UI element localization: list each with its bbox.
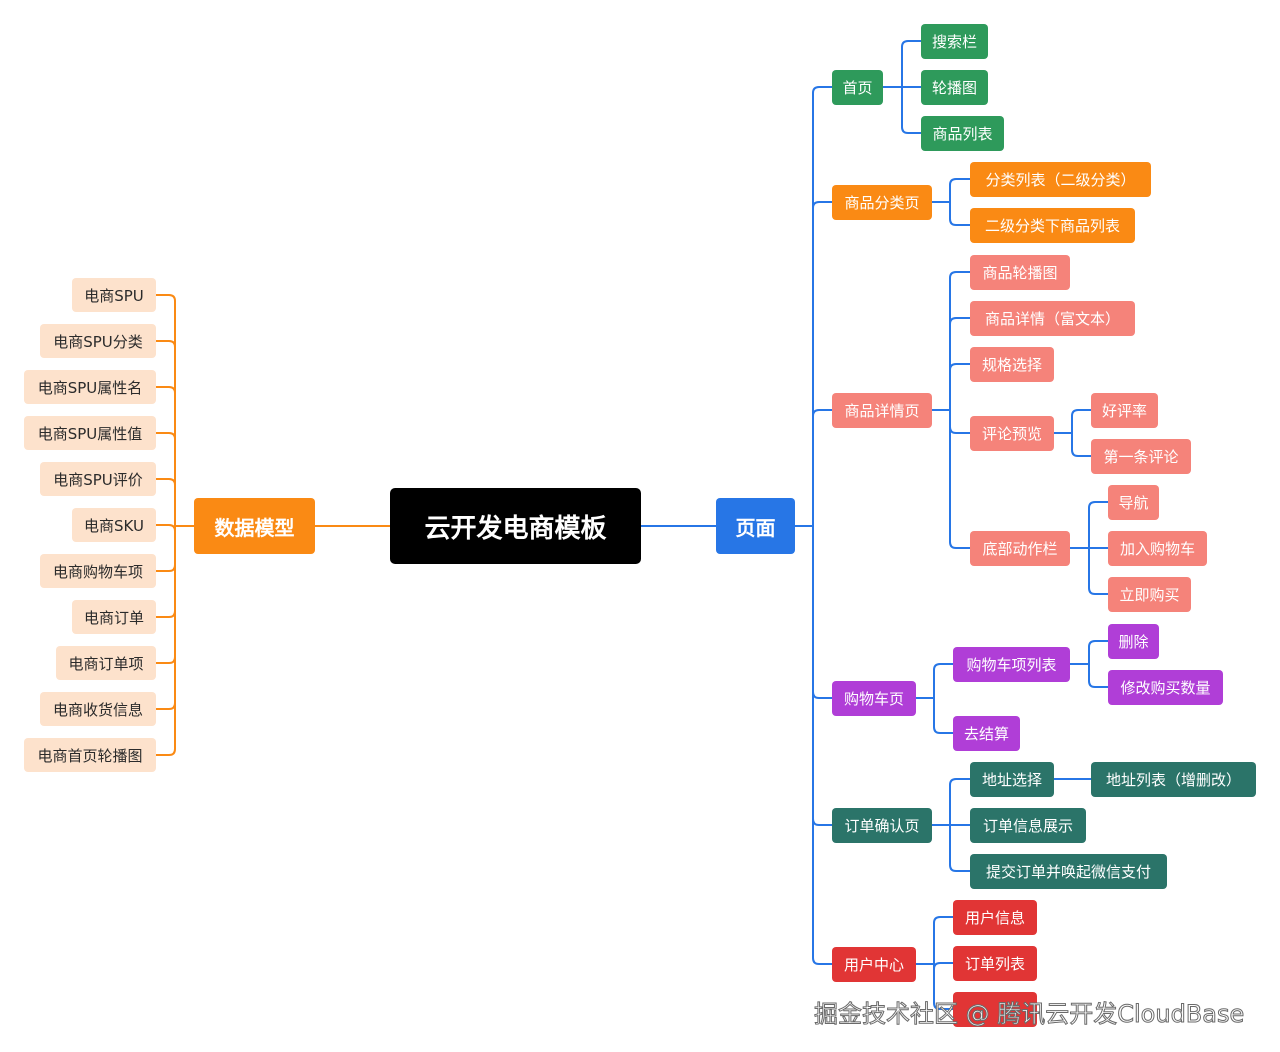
order-submit-node: 提交订单并唤起微信支付 bbox=[970, 854, 1167, 889]
pages-node: 页面 bbox=[716, 498, 795, 554]
connector-line bbox=[156, 564, 176, 572]
connector-line bbox=[156, 702, 176, 710]
connector-line bbox=[933, 726, 953, 734]
connector-line bbox=[812, 818, 832, 826]
data-model-item: 电商SKU bbox=[72, 508, 156, 542]
data-model-item: 电商订单 bbox=[72, 600, 156, 634]
order-address-node: 地址选择 bbox=[970, 762, 1054, 797]
detail-spec-node: 规格选择 bbox=[970, 347, 1054, 382]
page-detail-node: 商品详情页 bbox=[832, 393, 932, 428]
connector-line bbox=[1088, 680, 1108, 688]
data-model-item: 电商购物车项 bbox=[40, 554, 156, 588]
connector-line bbox=[1088, 501, 1108, 509]
connector-line bbox=[812, 201, 832, 209]
connector-line bbox=[1071, 409, 1091, 417]
connector-line bbox=[949, 363, 970, 371]
connector-line bbox=[156, 524, 176, 532]
connector-line bbox=[949, 864, 970, 872]
home-carousel-node: 轮播图 bbox=[921, 70, 988, 105]
cart-quantity-node: 修改购买数量 bbox=[1108, 670, 1223, 705]
user-center-item-node bbox=[953, 992, 1037, 1027]
connector-line bbox=[156, 478, 176, 486]
connector-line bbox=[949, 271, 970, 279]
connector-line bbox=[949, 317, 970, 325]
cart-item-list-node: 购物车项列表 bbox=[953, 647, 1070, 682]
connector-line bbox=[949, 426, 970, 434]
bottom-bar-nav-node: 导航 bbox=[1108, 485, 1159, 520]
connector-line bbox=[933, 962, 953, 970]
connector-line bbox=[933, 663, 953, 671]
connector-line bbox=[949, 778, 970, 786]
page-category-node: 商品分类页 bbox=[832, 185, 932, 220]
home-product-list-node: 商品列表 bbox=[921, 116, 1004, 151]
data-model-item: 电商SPU属性值 bbox=[24, 416, 156, 450]
data-model-item: 电商首页轮播图 bbox=[24, 738, 156, 772]
data-model-item: 电商SPU bbox=[72, 278, 156, 312]
connector-line bbox=[933, 916, 953, 924]
detail-bottom-bar-node: 底部动作栏 bbox=[970, 531, 1070, 566]
bottom-bar-buy-now-node: 立即购买 bbox=[1108, 577, 1191, 612]
bottom-bar-add-cart-node: 加入购物车 bbox=[1108, 531, 1207, 566]
connector-line bbox=[949, 218, 970, 226]
address-list-node: 地址列表（增删改） bbox=[1091, 762, 1256, 797]
connector-line bbox=[812, 691, 832, 699]
connector-line bbox=[812, 409, 832, 417]
connector-line bbox=[901, 126, 921, 134]
connector-line bbox=[933, 1002, 953, 1010]
connector-line bbox=[1088, 587, 1108, 595]
home-search-bar-node: 搜索栏 bbox=[921, 24, 988, 59]
data-model-item: 电商SPU属性名 bbox=[24, 370, 156, 404]
data-model-item: 电商收货信息 bbox=[40, 692, 156, 726]
data-model-item: 电商订单项 bbox=[56, 646, 156, 680]
connector-line bbox=[812, 957, 832, 965]
page-home-node: 首页 bbox=[832, 70, 883, 105]
watermark: 掘金技术社区 @ 腾讯云开发CloudBase bbox=[813, 1000, 1245, 1029]
root-node: 云开发电商模板 bbox=[390, 488, 641, 564]
connector-line bbox=[156, 656, 176, 664]
category-products-node: 二级分类下商品列表 bbox=[970, 208, 1135, 243]
review-first-comment-node: 第一条评论 bbox=[1091, 439, 1191, 474]
connector-line bbox=[156, 610, 176, 618]
connector-line bbox=[949, 541, 970, 549]
detail-rich-text-node: 商品详情（富文本） bbox=[970, 301, 1135, 336]
data-model-item: 电商SPU评价 bbox=[40, 462, 156, 496]
detail-carousel-node: 商品轮播图 bbox=[970, 255, 1070, 290]
connector-line bbox=[812, 86, 832, 94]
cart-checkout-node: 去结算 bbox=[953, 716, 1020, 751]
connector-line bbox=[156, 294, 176, 302]
data-model-node: 数据模型 bbox=[194, 498, 315, 554]
connector-line bbox=[901, 40, 921, 48]
data-model-item: 电商SPU分类 bbox=[40, 324, 156, 358]
category-list-node: 分类列表（二级分类） bbox=[970, 162, 1151, 197]
connector-line bbox=[1088, 640, 1108, 648]
page-order-confirm-node: 订单确认页 bbox=[832, 808, 932, 843]
user-orders-node: 订单列表 bbox=[953, 946, 1037, 981]
connector-line bbox=[156, 432, 176, 440]
page-user-center-node: 用户中心 bbox=[832, 947, 916, 982]
connector-line bbox=[156, 340, 176, 348]
connector-line bbox=[156, 748, 176, 756]
detail-review-node: 评论预览 bbox=[970, 416, 1054, 451]
connector-line bbox=[156, 386, 176, 394]
connector-line bbox=[949, 178, 970, 186]
connector-line bbox=[1071, 449, 1091, 457]
user-info-node: 用户信息 bbox=[953, 900, 1037, 935]
cart-delete-node: 删除 bbox=[1108, 624, 1159, 659]
review-rating-node: 好评率 bbox=[1091, 393, 1158, 428]
order-info-node: 订单信息展示 bbox=[970, 808, 1086, 843]
page-cart-node: 购物车页 bbox=[832, 681, 916, 716]
